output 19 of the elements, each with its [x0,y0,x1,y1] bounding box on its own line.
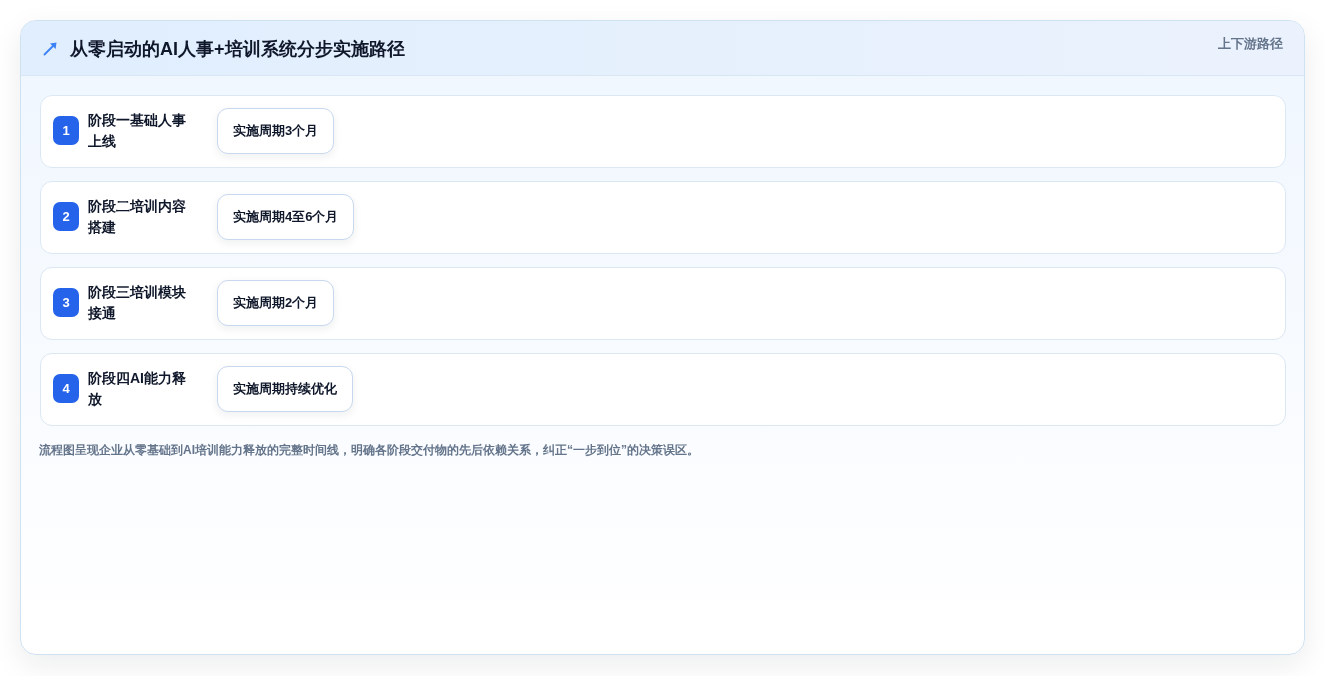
duration-chip: 实施周期2个月 [217,280,335,326]
duration-chip: 实施周期3个月 [217,108,335,154]
stage-row [40,95,1286,168]
duration-chip: 实施周期持续优化 [217,366,353,412]
duration-chip: 实施周期4至6个月 [217,194,355,240]
stage-row [40,181,1286,254]
header-label: 上下游路径 [1218,35,1283,53]
stage-title: 阶段四AI能力释放 [88,369,187,409]
number-badge: 4 [53,374,79,403]
stage-title: 阶段一基础人事上线 [88,111,187,151]
stage-row [40,267,1286,340]
title: 从零启动的AI人事+培训系统分步实施路径 [70,38,405,61]
number-badge: 1 [53,116,79,145]
stage-row [40,353,1286,426]
caption: 流程图呈现企业从零基础到AI培训能力释放的完整时间线，明确各阶段交付物的先后依赖关系，纠正“一步到位”的决策误区。 [39,442,699,459]
number-badge: 3 [53,288,79,317]
stage-title: 阶段二培训内容搭建 [88,197,187,237]
stage-title: 阶段三培训模块接通 [88,283,187,323]
number-badge: 2 [53,202,79,231]
